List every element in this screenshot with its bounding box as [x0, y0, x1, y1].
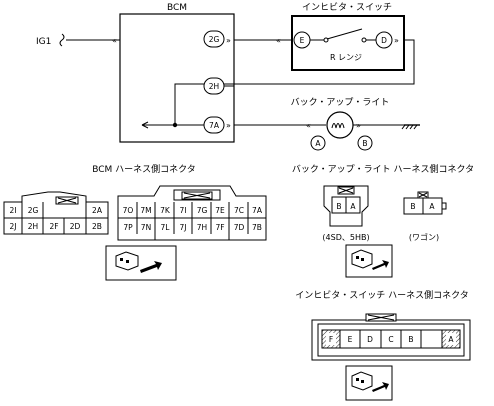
conn-pin: 7G [197, 206, 208, 215]
conn-pin: 2G [28, 206, 39, 215]
conn-pin: 2H [28, 222, 38, 231]
connector-mark: « [306, 121, 311, 130]
conn-pin: 7A [252, 206, 263, 215]
switch-terminal-e-label: E [300, 36, 305, 45]
conn-pin: 7L [161, 223, 171, 232]
inhibitor-switch-label: インヒビタ・スイッチ [302, 2, 392, 13]
bcm-terminal-7a-label: 7A [209, 121, 220, 130]
switch-terminal-d-label: D [381, 36, 387, 45]
light-terminal-b [357, 135, 373, 151]
backup-light-label: バック・アップ・ライト [291, 97, 390, 108]
light-terminal-b-label: B [362, 139, 367, 148]
bcm-connector-large [117, 185, 267, 241]
harness-view-icon [105, 245, 177, 281]
conn-pin: 7E [215, 206, 225, 215]
connector-mark: » [394, 36, 399, 45]
bcm-terminal-7a [203, 116, 225, 134]
switch-terminal-d [375, 31, 393, 49]
bcm-junction-dot [172, 122, 178, 128]
conn-pin: A [350, 202, 356, 211]
bcm-terminal-2g [203, 30, 225, 48]
conn-pin: 7N [141, 223, 151, 232]
conn-pin: A [429, 202, 435, 211]
conn-pin: 2J [10, 222, 17, 231]
conn-pin: 2A [92, 206, 103, 215]
conn-pin: 7H [197, 223, 207, 232]
bcm-connector-title: BCM ハーネス側コネクタ [92, 163, 196, 175]
conn-pin: 2I [10, 206, 17, 215]
inhibitor-connector [311, 313, 471, 361]
conn-pin: 2F [49, 222, 58, 231]
bcm-terminal-2h-label: 2H [209, 82, 219, 91]
bcm-connector-small [3, 191, 109, 235]
conn-pin: 7C [234, 206, 244, 215]
inhibitor-connector-title: インヒビタ・スイッチ ハーネス側コネクタ [295, 289, 469, 301]
ig1-connector-mark: « [112, 36, 117, 45]
conn-pin: C [388, 335, 393, 344]
backup-connector-title: バック・アップ・ライト ハーネス側コネクタ [292, 163, 474, 175]
connector-mark: « [276, 36, 281, 45]
conn-pin: 7B [252, 223, 262, 232]
variant-4sd-label: (4SD、5HB) [322, 233, 369, 242]
harness-view-icon [345, 244, 393, 278]
conn-pin: 7J [180, 223, 187, 232]
connector-mark: » [226, 121, 231, 130]
conn-pin: B [408, 335, 413, 344]
conn-pin: 7K [160, 206, 171, 215]
conn-pin: 7O [123, 206, 134, 215]
wire-switch-to-2h [174, 39, 415, 125]
backup-connector-wagon [403, 191, 447, 215]
conn-pin: 2D [70, 222, 81, 231]
conn-pin: F [329, 335, 333, 344]
switch-contact-right [361, 37, 367, 43]
switch-blade [326, 28, 363, 40]
ground-hatch [401, 124, 418, 130]
backup-connector-4sd [323, 185, 369, 227]
bcm-internal-arrow [141, 121, 149, 129]
conn-pin: 7F [215, 223, 224, 232]
conn-pin: 2B [92, 222, 102, 231]
conn-pin: 7I [180, 206, 187, 215]
light-terminal-a-label: A [315, 139, 321, 148]
backup-light-bulb [326, 111, 354, 139]
conn-pin: 7P [123, 223, 133, 232]
connector-mark: » [226, 36, 231, 45]
bulb-filament [331, 123, 345, 129]
conn-pin: E [348, 335, 353, 344]
variant-wagon-label: (ワゴン) [409, 232, 439, 242]
light-terminal-a [310, 135, 326, 151]
ig1-fuse-symbol [59, 33, 65, 47]
conn-pin: 7D [234, 223, 245, 232]
conn-pin: B [336, 202, 341, 211]
bcm-terminal-2g-label: 2G [209, 35, 220, 44]
conn-pin: B [410, 202, 415, 211]
r-range-label: R レンジ [330, 53, 362, 62]
harness-view-icon [345, 365, 393, 401]
bcm-label: BCM [167, 3, 187, 13]
conn-pin: 7M [140, 206, 151, 215]
conn-pin: D [367, 335, 373, 344]
ig1-label: IG1 [36, 37, 51, 47]
conn-pin: A [448, 335, 454, 344]
